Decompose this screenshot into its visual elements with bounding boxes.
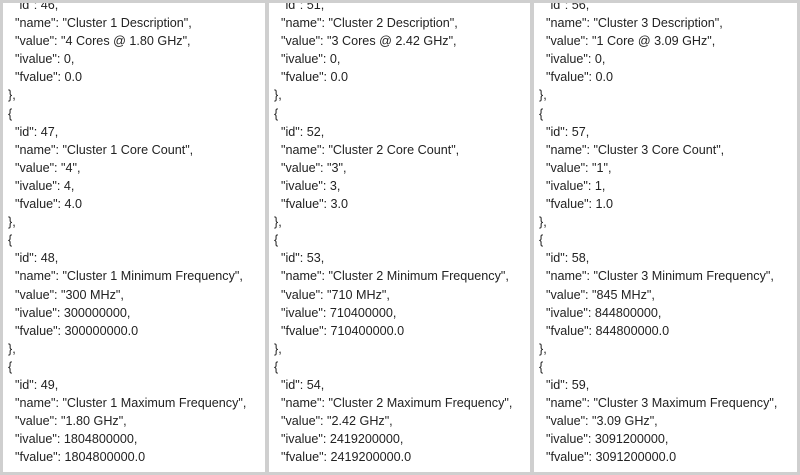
json-line: {	[8, 106, 13, 121]
json-line: "ivalue": 0,	[274, 52, 341, 67]
json-line: "fvalue": 710400000.0	[274, 323, 405, 338]
json-line: "ivalue": 1,	[539, 178, 606, 193]
json-line: "fvalue": 0.0	[539, 70, 614, 85]
json-line: "name": "Cluster 2 Maximum Frequency",	[274, 396, 513, 411]
json-line: },	[8, 88, 16, 103]
json-line: "id": 49,	[8, 377, 59, 392]
json-line: {	[539, 233, 544, 248]
json-line: {	[274, 359, 279, 374]
json-line: "id": 52,	[274, 124, 325, 139]
json-line: "ivalue": 710400000,	[274, 305, 397, 320]
json-panel-cluster-3: "id": 56, "name": "Cluster 3 Description…	[534, 3, 797, 472]
json-line: "name": "Cluster 2 Minimum Frequency",	[274, 269, 509, 284]
json-line: {	[274, 106, 279, 121]
json-line: "value": "1.80 GHz",	[8, 414, 127, 429]
json-line: "fvalue": 2419200000.0	[274, 450, 412, 465]
json-line: {	[8, 359, 13, 374]
json-line: {	[274, 233, 279, 248]
json-line: "name": "Cluster 1 Core Count",	[8, 142, 194, 157]
json-line: "name": "Cluster 2 Core Count",	[274, 142, 460, 157]
json-line: "ivalue": 0,	[8, 52, 75, 67]
json-line: "value": "710 MHz",	[274, 287, 390, 302]
json-line: },	[8, 341, 16, 356]
json-text-cluster-1: "id": 46, "name": "Cluster 1 Description…	[8, 3, 246, 466]
json-line: "id": 48,	[8, 251, 59, 266]
json-line: },	[274, 215, 282, 230]
json-line: "fvalue": 0.0	[8, 70, 83, 85]
json-line: "id": 58,	[539, 251, 590, 266]
json-line: "fvalue": 1.0	[539, 197, 614, 212]
json-line: "id": 51,	[274, 3, 325, 12]
json-line: "name": "Cluster 1 Minimum Frequency",	[8, 269, 243, 284]
json-line: "name": "Cluster 1 Description",	[8, 16, 192, 31]
json-line: "fvalue": 300000000.0	[8, 323, 139, 338]
json-line: "ivalue": 3,	[274, 178, 341, 193]
json-line: "fvalue": 3091200000.0	[539, 450, 677, 465]
json-panel-cluster-2: "id": 51, "name": "Cluster 2 Description…	[269, 3, 530, 472]
json-line: "id": 47,	[8, 124, 59, 139]
json-line: },	[539, 88, 547, 103]
json-line: },	[8, 215, 16, 230]
json-line: "value": "300 MHz",	[8, 287, 124, 302]
json-line: "fvalue": 844800000.0	[539, 323, 670, 338]
json-line: "fvalue": 1804800000.0	[8, 450, 146, 465]
json-line: "fvalue": 4.0	[8, 197, 83, 212]
json-line: },	[539, 341, 547, 356]
json-line: "fvalue": 3.0	[274, 197, 349, 212]
json-line: "value": "3.09 GHz",	[539, 414, 658, 429]
json-line: "value": "3 Cores @ 2.42 GHz",	[274, 34, 457, 49]
json-line: "value": "3",	[274, 160, 347, 175]
json-line: "name": "Cluster 3 Minimum Frequency",	[539, 269, 774, 284]
json-line: "ivalue": 0,	[539, 52, 606, 67]
json-line: "ivalue": 1804800000,	[8, 432, 138, 447]
json-line: "value": "4",	[8, 160, 81, 175]
json-line: {	[8, 233, 13, 248]
json-line: "ivalue": 3091200000,	[539, 432, 669, 447]
json-line: "id": 59,	[539, 377, 590, 392]
json-line: "name": "Cluster 3 Description",	[539, 16, 723, 31]
json-line: "ivalue": 4,	[8, 178, 75, 193]
json-line: "ivalue": 844800000,	[539, 305, 662, 320]
json-line: "name": "Cluster 1 Maximum Frequency",	[8, 396, 247, 411]
json-line: "name": "Cluster 3 Core Count",	[539, 142, 725, 157]
json-line: "id": 56,	[539, 3, 590, 12]
json-line: },	[274, 88, 282, 103]
json-panel-cluster-1: "id": 46, "name": "Cluster 1 Description…	[3, 3, 265, 472]
json-line: "value": "2.42 GHz",	[274, 414, 393, 429]
json-line: "value": "1 Core @ 3.09 GHz",	[539, 34, 716, 49]
json-line: "value": "4 Cores @ 1.80 GHz",	[8, 34, 191, 49]
json-line: "id": 53,	[274, 251, 325, 266]
json-line: "fvalue": 0.0	[274, 70, 349, 85]
json-line: {	[539, 359, 544, 374]
json-line: },	[274, 341, 282, 356]
json-line: "value": "1",	[539, 160, 612, 175]
json-line: },	[539, 215, 547, 230]
json-text-cluster-3: "id": 56, "name": "Cluster 3 Description…	[539, 3, 777, 466]
json-line: "ivalue": 2419200000,	[274, 432, 404, 447]
json-line: "id": 54,	[274, 377, 325, 392]
json-line: "id": 46,	[8, 3, 59, 12]
json-line: "name": "Cluster 3 Maximum Frequency",	[539, 396, 778, 411]
json-line: "id": 57,	[539, 124, 590, 139]
json-line: "value": "845 MHz",	[539, 287, 655, 302]
json-line: "ivalue": 300000000,	[8, 305, 131, 320]
json-text-cluster-2: "id": 51, "name": "Cluster 2 Description…	[274, 3, 512, 466]
json-line: {	[539, 106, 544, 121]
json-line: "name": "Cluster 2 Description",	[274, 16, 458, 31]
